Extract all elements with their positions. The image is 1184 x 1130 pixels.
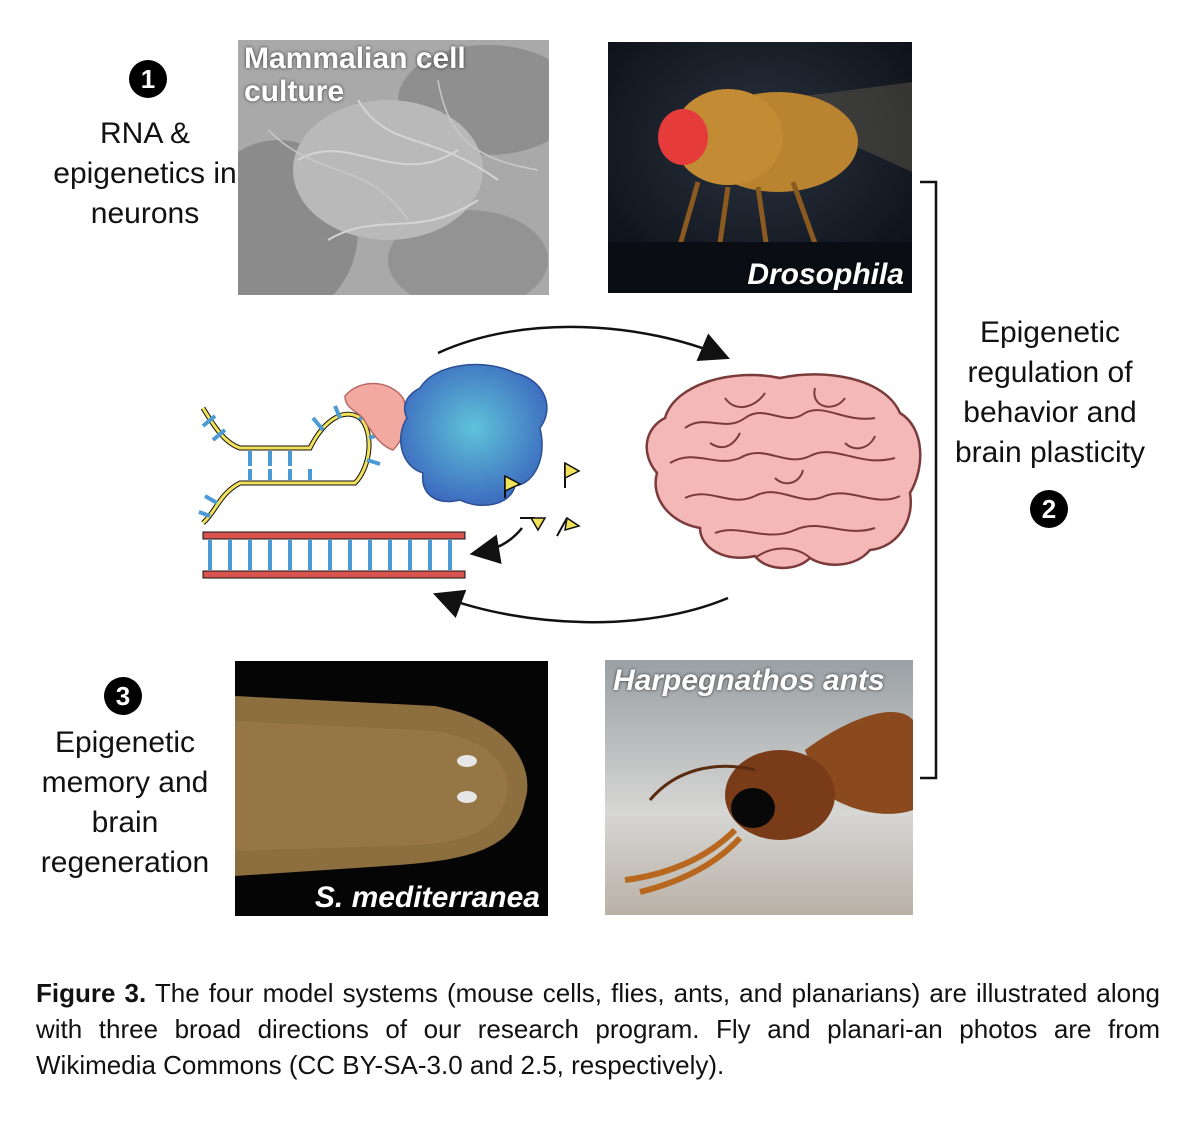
arrow-top	[437, 325, 730, 362]
rna-strand	[198, 405, 382, 525]
brain-illustration	[645, 373, 922, 570]
epigenetics-schematic	[198, 325, 922, 624]
protein-large	[399, 363, 548, 507]
ants-caption-text: Harpegnathos ants	[613, 664, 885, 697]
figure-caption-label: Figure 3.	[36, 978, 147, 1008]
protein-small	[344, 382, 408, 451]
planarian-caption: S. mediterranea	[314, 881, 540, 914]
direction-2-label: Epigenetic regulation of behavior and br…	[954, 316, 1146, 469]
cell-culture-caption: Mammalian cell culture	[244, 42, 466, 108]
photo-planarian: S. mediterranea	[235, 661, 548, 916]
photo-ants: Harpegnathos ants	[605, 660, 913, 915]
number-badge-3: 3	[104, 677, 142, 715]
photo-drosophila: Drosophila	[608, 42, 912, 293]
number-badge-1: 1	[129, 60, 167, 98]
number-badge-2: 2	[1030, 490, 1068, 528]
figure-caption: Figure 3. The four model systems (mouse …	[36, 975, 1160, 1083]
epigenetic-marks	[504, 461, 581, 537]
photo-cell-culture: Mammalian cell culture	[238, 40, 549, 295]
drosophila-caption: Drosophila	[747, 258, 904, 291]
direction-1-label: RNA & epigenetics in neurons	[53, 117, 237, 230]
bracket	[920, 180, 938, 780]
figure-caption-text: The four model systems (mouse cells, fli…	[36, 978, 1161, 1080]
ants-caption: Harpegnathos ants	[613, 664, 903, 697]
dna-ladder	[202, 531, 466, 579]
arrow-bottom	[432, 589, 729, 624]
arrow-to-dna	[469, 527, 523, 565]
direction-3-label: Epigenetic memory and brain regeneration	[40, 726, 210, 879]
